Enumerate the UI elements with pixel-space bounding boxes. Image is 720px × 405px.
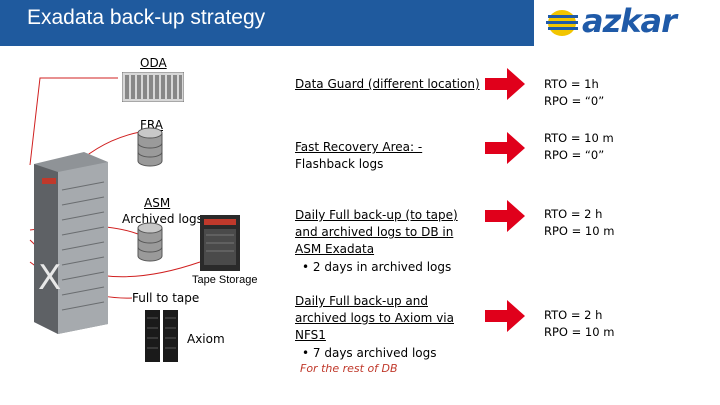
page-title: Exadata back-up strategy: [27, 6, 266, 29]
tape-storage-label: Tape Storage: [192, 274, 258, 286]
arrow-icon-4: [485, 300, 525, 332]
axiom-label: Axiom: [187, 332, 225, 346]
strategy-daily-axiom-bullet: • 7 days archived logs: [302, 346, 437, 360]
strategy-fra-line-1: Fast Recovery Area: -: [295, 140, 423, 154]
oda-link-line: [29, 77, 118, 166]
oda-server-icon: [122, 72, 184, 102]
asm-label: ASM: [144, 196, 171, 210]
exadata-rack-image: [34, 152, 108, 334]
rto-value: RTO = 2 h: [544, 308, 603, 322]
azkar-emblem-icon: [546, 10, 578, 36]
rto-value: RTO = 10 m: [544, 131, 614, 145]
oda-label: ODA: [140, 56, 167, 70]
asm-archived-logs-label: Archived logs: [122, 212, 203, 226]
title-bar: Exadata back-up strategy azkar: [0, 0, 720, 46]
footnote-rest-of-db: For the rest of DB: [300, 362, 398, 375]
strategy-daily-tape-line-2: and archived logs to DB in: [295, 225, 454, 239]
rpo-value: RPO = “0”: [544, 148, 605, 162]
strategy-data-guard: Data Guard (different location): [295, 77, 480, 91]
strategy-daily-tape-line-1: Daily Full back-up (to tape): [295, 208, 458, 222]
full-to-tape-label: Full to tape: [132, 291, 200, 305]
arrow-icon-2: [485, 132, 525, 164]
azkar-logo-text: azkar: [582, 2, 677, 40]
arrow-icon-1: [485, 68, 525, 100]
rpo-value: RPO = 10 m: [544, 325, 615, 339]
exadata-badge: X: [38, 258, 62, 298]
strategy-fra-line-2: Flashback logs: [295, 157, 384, 171]
asm-database-icon: [137, 222, 163, 262]
azkar-logo: azkar: [534, 0, 720, 46]
fra-database-icon: [137, 127, 163, 167]
rpo-value: RPO = “0”: [544, 94, 605, 108]
rpo-value: RPO = 10 m: [544, 224, 615, 238]
strategy-daily-axiom-line-3: NFS1: [295, 328, 326, 342]
arrow-icon-3: [485, 200, 525, 232]
strategy-daily-axiom-line-2: archived logs to Axiom via: [295, 311, 454, 325]
rto-value: RTO = 2 h: [544, 207, 603, 221]
tape-storage-icon: [200, 215, 240, 271]
axiom-storage-icon: [145, 310, 178, 362]
rto-value: RTO = 1h: [544, 77, 599, 91]
strategy-daily-axiom-line-1: Daily Full back-up and: [295, 294, 428, 308]
strategy-daily-tape-bullet: • 2 days in archived logs: [302, 260, 452, 274]
strategy-daily-tape-line-3: ASM Exadata: [295, 242, 375, 256]
